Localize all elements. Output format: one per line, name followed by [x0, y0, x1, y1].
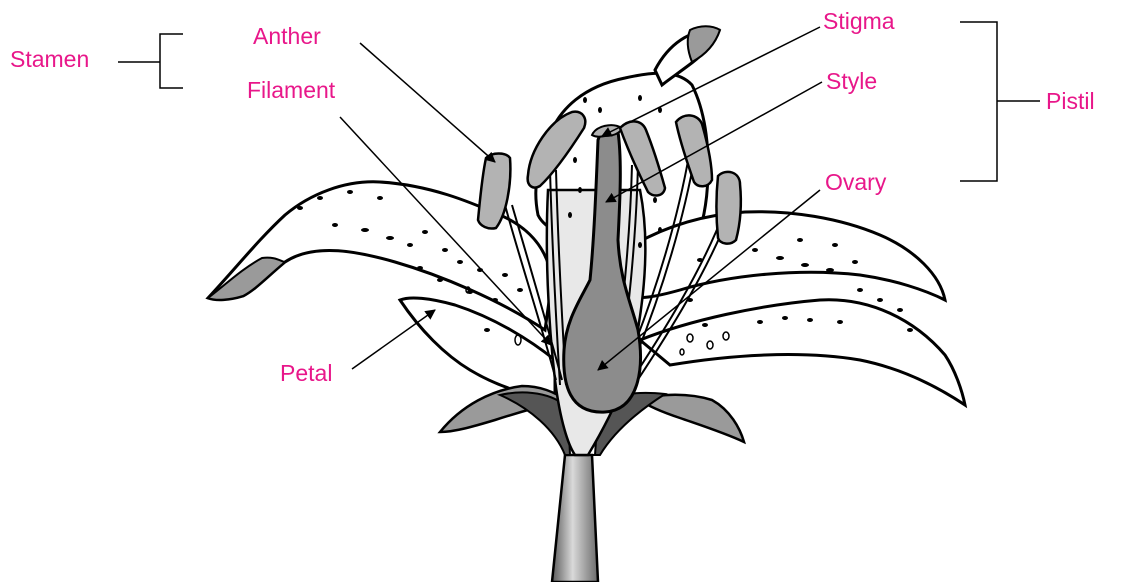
- anther-far-right: [717, 172, 741, 244]
- petal-right: [640, 300, 965, 405]
- sepal-right: [640, 395, 744, 442]
- label-petal: Petal: [280, 362, 332, 385]
- label-pistil: Pistil: [1046, 90, 1095, 113]
- stamen-bracket: [118, 34, 183, 88]
- label-ovary: Ovary: [825, 171, 886, 194]
- pistil-bracket: [960, 22, 1040, 181]
- label-stamen: Stamen: [10, 48, 89, 71]
- anther-pointer: [360, 43, 495, 162]
- petal-back-tip-shade: [688, 26, 720, 62]
- label-filament: Filament: [247, 79, 335, 102]
- label-style: Style: [826, 70, 877, 93]
- label-stigma: Stigma: [823, 10, 895, 33]
- label-anther: Anther: [253, 25, 321, 48]
- stem: [552, 455, 598, 582]
- petal-pointer: [352, 310, 435, 369]
